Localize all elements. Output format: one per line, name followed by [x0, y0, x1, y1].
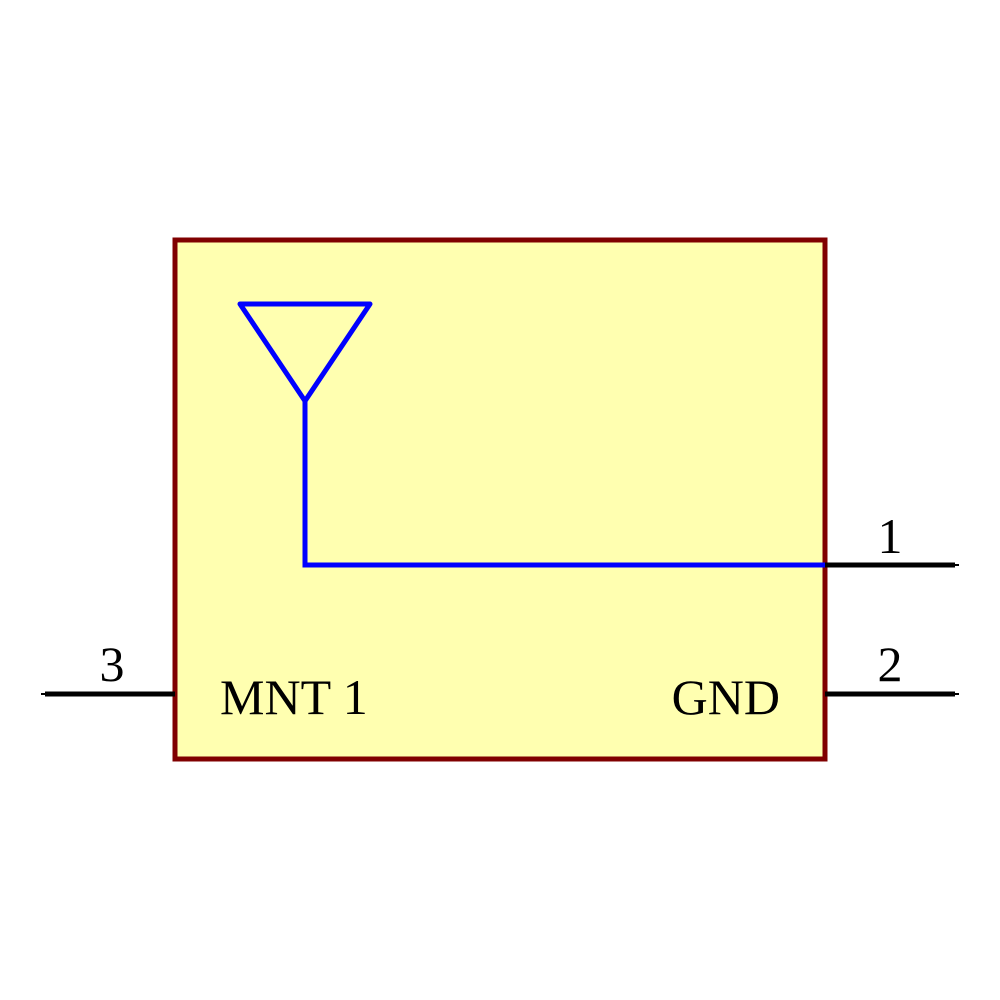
pin-3-number: 3: [100, 636, 125, 692]
antenna-feed-line: [302, 401, 825, 568]
component-body: [172, 237, 828, 762]
pin-2[interactable]: 2: [825, 636, 959, 697]
antenna-icon: [237, 301, 825, 568]
pin-1-number: 1: [878, 508, 903, 564]
pin-2-name-label: GND: [672, 669, 780, 725]
pin-2-number: 2: [878, 636, 903, 692]
pin-3-name-label: MNT 1: [220, 669, 368, 725]
pin-1[interactable]: 1: [825, 508, 959, 568]
pin-3[interactable]: 3: [41, 636, 175, 697]
antenna-triangle: [237, 301, 373, 404]
